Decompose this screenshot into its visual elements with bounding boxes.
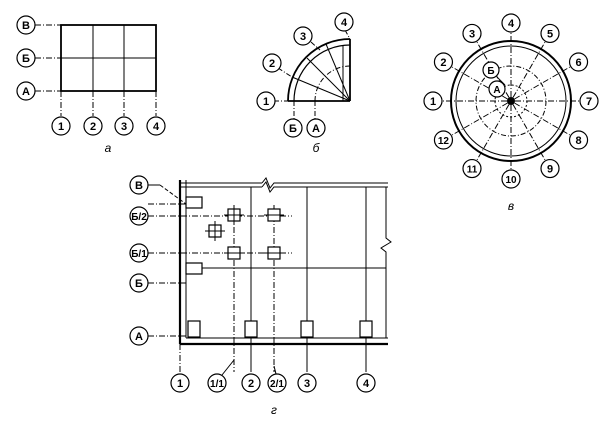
ring-marker-b-circle	[482, 61, 500, 79]
radial-axis-label-6: 6	[575, 57, 581, 69]
radial-axis-marker	[540, 158, 560, 179]
axis-marker-b-col-2: 2	[269, 58, 275, 70]
diagram-g-labels: В Б/2 Б/1 Б А 1 1/1 2 2/1 3 4 г	[131, 180, 370, 417]
radial-axis-marker	[568, 130, 589, 150]
radial-axis-marker	[462, 158, 482, 179]
axis-marker-a-col-3: 3	[121, 121, 127, 133]
ring-marker-b: Б	[487, 66, 494, 77]
caption-a: а	[105, 141, 112, 155]
axis-marker-a-col-4: 4	[153, 121, 160, 133]
ring-marker-a-circle	[488, 80, 506, 98]
axis-marker-b-row-1: А	[312, 123, 320, 135]
radial-axis-marker	[462, 23, 482, 44]
axis-marker-b-row-2: Б	[289, 123, 297, 135]
axis-marker-b-col-3: 3	[300, 31, 306, 43]
axis-marker-g-row-b: Б	[135, 278, 143, 290]
diagram-a-labels: В Б А 1 2 3 4 а	[22, 20, 160, 155]
diagram-g	[129, 175, 392, 393]
radial-axis-label-4: 4	[508, 18, 515, 30]
radial-axis-label-10: 10	[505, 175, 517, 186]
axis-marker-g-col-3: 3	[304, 378, 310, 390]
axis-marker-a-row-2: Б	[22, 53, 30, 65]
radial-axis-marker	[501, 169, 521, 189]
radial-axis-label-3: 3	[469, 28, 475, 40]
axis-marker-a-row-1: А	[22, 86, 30, 98]
axis-marker-g-col-2-1: 2/1	[270, 379, 284, 390]
radial-axis-line	[514, 66, 571, 100]
diagram-a	[16, 15, 166, 136]
radial-axis-label-8: 8	[575, 135, 581, 147]
axis-marker-g-row-b2: Б/2	[131, 212, 147, 223]
radial-axis-marker	[423, 91, 443, 111]
radial-axis-marker	[540, 23, 560, 44]
radial-axis-label-5: 5	[547, 28, 553, 40]
axis-marker-g-col-2: 2	[248, 378, 254, 390]
radial-axis-marker	[568, 52, 589, 72]
radial-axis-label-7: 7	[586, 96, 592, 108]
axis-marker-g-row-a: А	[135, 331, 143, 343]
radial-axis-marker	[433, 130, 454, 150]
axis-marker-g-col-1: 1	[177, 378, 183, 390]
axis-marker-g-row-b1: Б/1	[131, 249, 147, 260]
radial-axis-line	[476, 104, 510, 161]
axis-marker-a-col-2: 2	[90, 121, 96, 133]
radial-axis-marker	[501, 13, 521, 33]
radial-axis-label-11: 11	[467, 165, 478, 176]
diagram-b	[256, 12, 354, 138]
radial-axis-label-9: 9	[547, 164, 553, 176]
ring-marker-a: А	[493, 85, 500, 96]
axis-marker-a-col-1: 1	[58, 121, 64, 133]
radial-axis-label-2: 2	[440, 57, 446, 69]
caption-g: г	[271, 403, 277, 417]
axis-marker-g-col-1-1: 1/1	[210, 379, 224, 390]
caption-v: в	[508, 199, 514, 213]
radial-axis-marker	[579, 91, 599, 111]
axis-marker-g-row-v: В	[135, 180, 143, 192]
axis-marker-a-row-3: В	[22, 20, 30, 32]
radial-axis-label-12: 12	[438, 136, 450, 147]
axis-marker-b-col-4: 4	[341, 17, 348, 29]
axis-marker-g-col-4: 4	[363, 378, 370, 390]
radial-axis-marker	[433, 52, 454, 72]
diagram-v	[423, 13, 599, 189]
radial-axis-line	[514, 102, 571, 136]
radial-axis-line	[512, 41, 546, 98]
caption-b: б	[313, 141, 321, 155]
axis-marker-b-col-1: 1	[263, 96, 269, 108]
diagram-b-labels: 1 2 3 4 Б А б	[263, 17, 348, 155]
radial-axis-label-1: 1	[430, 96, 436, 108]
radial-axis-line	[451, 102, 508, 136]
radial-axis-line	[512, 104, 546, 161]
